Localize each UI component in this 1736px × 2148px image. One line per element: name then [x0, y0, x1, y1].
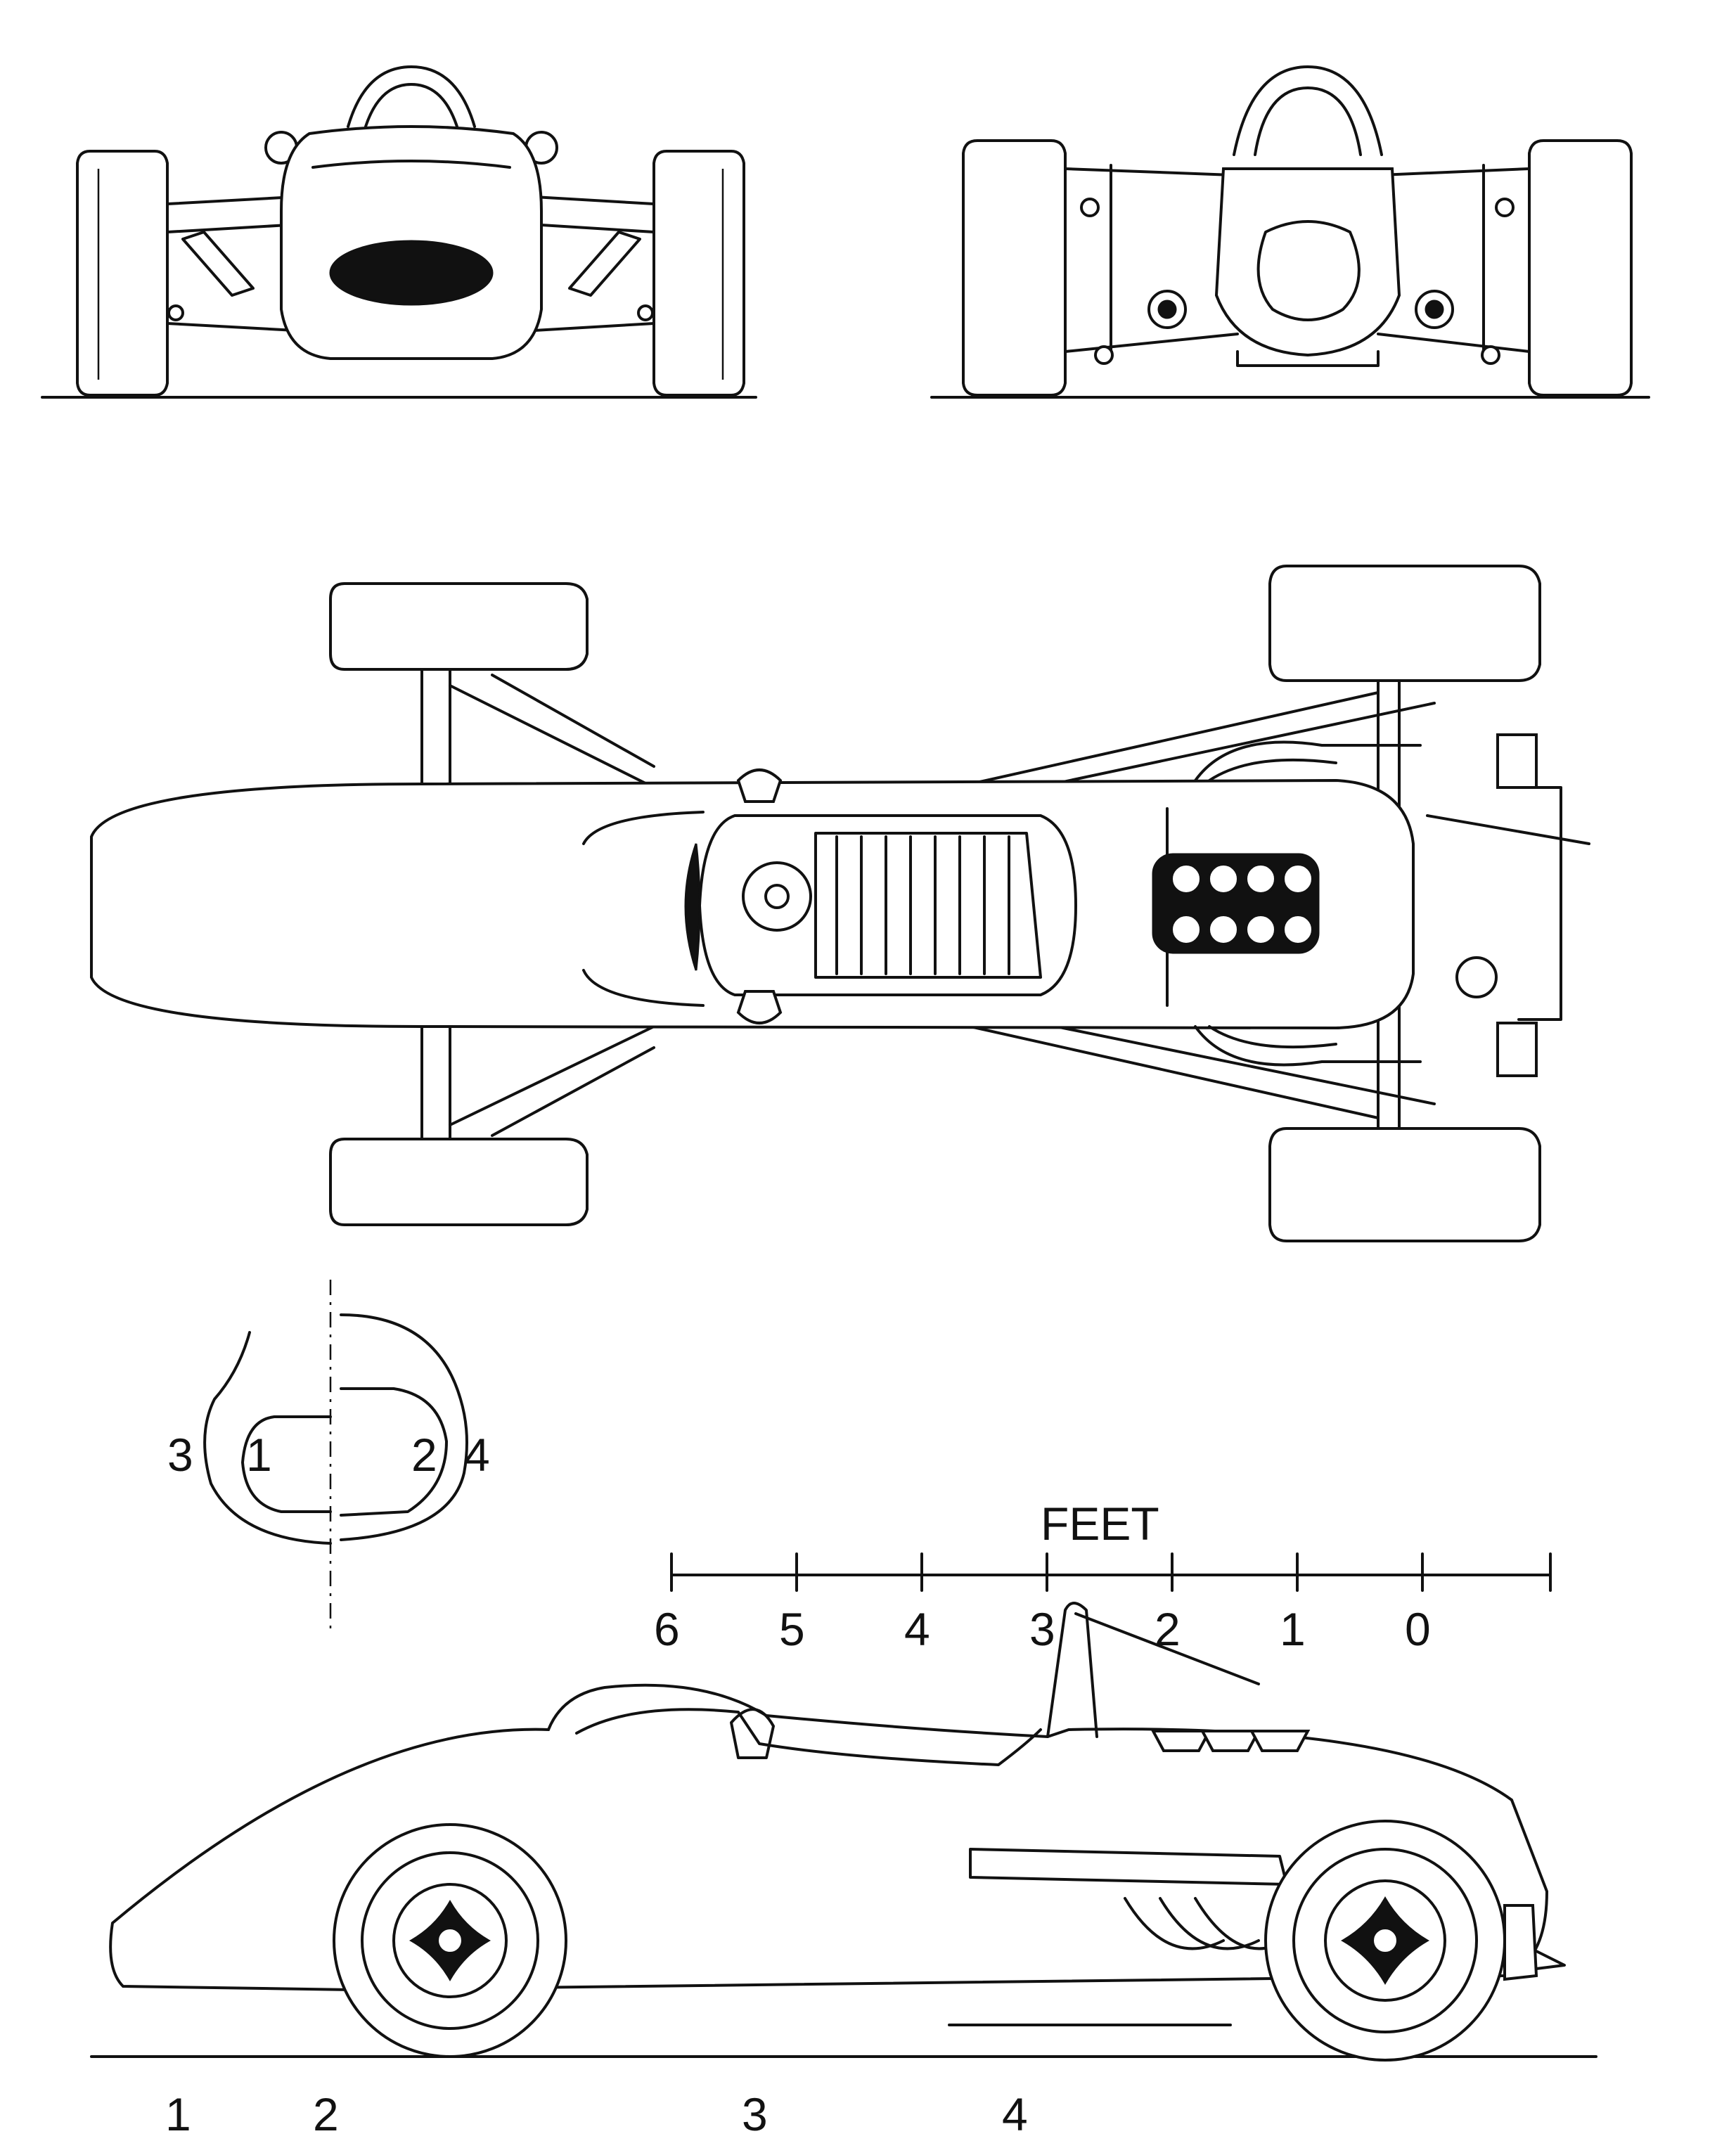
front-roll-hoop	[264, 65, 558, 165]
front-left-tyre	[76, 150, 169, 397]
section-inner-right	[340, 1387, 448, 1517]
section-label-3: 3	[167, 1429, 193, 1481]
datum-label-2: 2	[313, 2088, 339, 2140]
side-mirror	[730, 1708, 775, 1759]
rear-engine-block	[1214, 167, 1401, 367]
datum-label-4: 4	[1002, 2088, 1028, 2140]
scale-tick-label: 2	[1155, 1603, 1181, 1655]
front-nose-cone	[280, 125, 543, 360]
side-front-wheel	[333, 1823, 567, 2058]
rear-right-tyre	[1528, 139, 1633, 397]
scale-tick-label: 6	[654, 1603, 680, 1655]
cockpit-seat-ribs	[835, 835, 1010, 975]
nose-air-intake	[329, 240, 494, 306]
scale-tick-label: 3	[1029, 1603, 1055, 1655]
plan-intake-trumpets	[1152, 853, 1320, 954]
rear-left-tyre	[962, 139, 1067, 397]
section-outer-left	[203, 1331, 332, 1545]
front-suspension	[166, 195, 655, 332]
nose-cross-section: 3 1 2 4	[167, 1280, 490, 1631]
rear-roll-hoop	[1233, 65, 1383, 156]
side-rear-gearbox	[1503, 1904, 1566, 1981]
scale-bar: FEET 6 5 4 3 2 1 0	[654, 1498, 1552, 1655]
plan-front-left-tyre	[329, 582, 589, 671]
right-mirror	[736, 990, 783, 1024]
scale-tick-label: 4	[904, 1603, 930, 1655]
section-label-1: 1	[246, 1429, 272, 1481]
side-rear-wheel	[1264, 1820, 1506, 2062]
datum-label-1: 1	[165, 2088, 191, 2140]
section-label-4: 4	[464, 1429, 490, 1481]
plan-view	[90, 565, 1590, 1242]
front-right-tyre	[652, 150, 745, 397]
plan-exhaust-pipes	[1194, 733, 1538, 1077]
scale-tick-label: 0	[1405, 1603, 1431, 1655]
plan-rear-right-tyre	[1268, 1127, 1541, 1242]
left-mirror	[736, 768, 783, 803]
section-outer-right	[340, 1313, 468, 1541]
rear-view	[930, 65, 1650, 399]
side-view: 1 2 3 4	[90, 1602, 1597, 2140]
scale-unit-label: FEET	[1041, 1498, 1159, 1550]
side-roll-hoop	[1046, 1602, 1260, 1738]
plan-cockpit	[684, 768, 1078, 1024]
plan-front-right-tyre	[329, 1138, 589, 1226]
side-intake-trumpets	[1150, 1730, 1311, 1752]
rear-suspension-frame	[1064, 164, 1531, 365]
plan-rear-left-tyre	[1268, 565, 1541, 682]
section-inner-left	[241, 1415, 332, 1513]
section-label-2: 2	[411, 1429, 437, 1481]
windscreen	[684, 843, 701, 971]
scale-tick-label: 1	[1280, 1603, 1306, 1655]
scale-tick-label: 5	[779, 1603, 805, 1655]
front-view	[41, 65, 757, 399]
datum-label-3: 3	[742, 2088, 768, 2140]
